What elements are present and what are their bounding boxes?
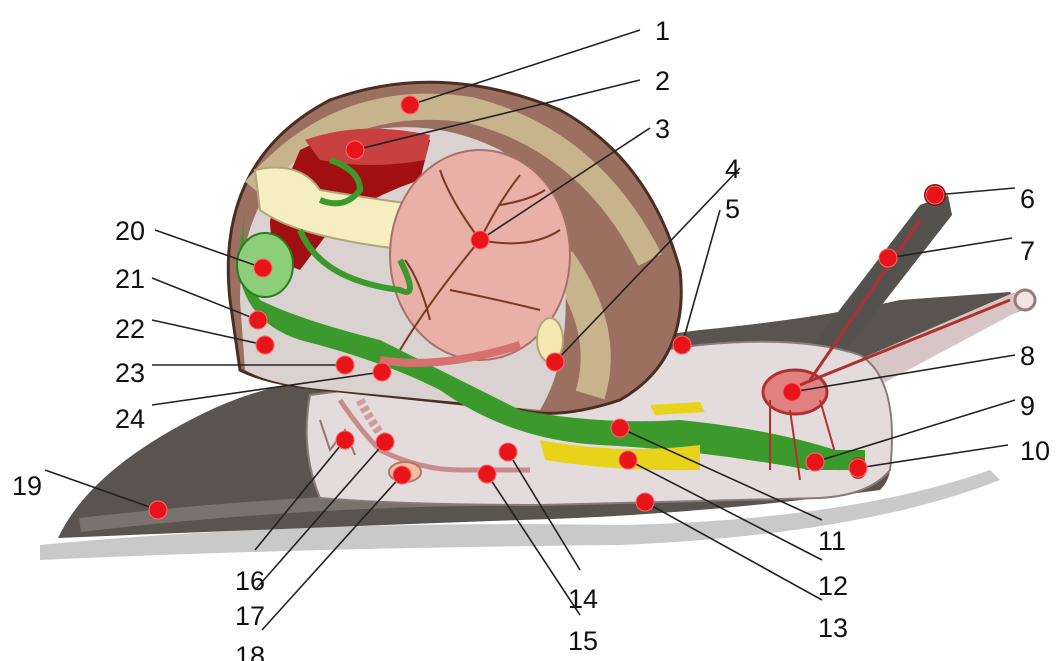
label-1: 1	[655, 16, 670, 46]
marker-16	[336, 431, 354, 449]
label-16: 16	[235, 566, 265, 596]
leader-line-9	[815, 400, 1015, 462]
marker-14	[499, 443, 517, 461]
label-18: 18	[235, 641, 265, 661]
marker-15	[478, 465, 496, 483]
marker-6	[926, 186, 944, 204]
marker-19	[149, 501, 167, 519]
label-20: 20	[115, 216, 145, 246]
label-3: 3	[655, 114, 670, 144]
marker-23	[336, 356, 354, 374]
label-13: 13	[818, 613, 848, 643]
leader-line-1	[410, 30, 640, 105]
marker-4	[546, 353, 564, 371]
leader-line-20	[155, 230, 263, 268]
label-12: 12	[818, 571, 848, 601]
leader-line-3	[480, 128, 650, 240]
label-22: 22	[115, 314, 145, 344]
marker-17	[376, 433, 394, 451]
leader-line-14	[508, 452, 580, 570]
marker-20	[254, 259, 272, 277]
label-8: 8	[1020, 341, 1035, 371]
leader-line-18	[262, 475, 402, 630]
label-9: 9	[1020, 391, 1035, 421]
leader-line-5	[682, 210, 720, 345]
marker-22	[256, 336, 274, 354]
label-24: 24	[115, 404, 145, 434]
marker-10	[849, 459, 867, 477]
marker-13	[636, 493, 654, 511]
leader-line-24	[152, 372, 382, 405]
leader-line-8	[792, 355, 1015, 392]
label-5: 5	[725, 194, 740, 224]
label-11: 11	[818, 526, 846, 556]
marker-18	[393, 466, 411, 484]
marker-8	[783, 383, 801, 401]
leader-line-10	[858, 445, 1008, 468]
label-21: 21	[115, 264, 145, 294]
leader-line-16	[255, 440, 345, 550]
marker-11	[611, 419, 629, 437]
label-23: 23	[115, 358, 145, 388]
marker-1	[401, 96, 419, 114]
marker-3	[471, 231, 489, 249]
label-17: 17	[235, 601, 265, 631]
leader-line-21	[152, 278, 258, 320]
leader-line-4	[555, 168, 740, 362]
leader-line-7	[888, 238, 1012, 258]
label-7: 7	[1020, 236, 1035, 266]
marker-9	[806, 453, 824, 471]
leader-line-13	[645, 502, 822, 600]
label-2: 2	[655, 66, 670, 96]
label-14: 14	[568, 584, 598, 614]
label-6: 6	[1020, 184, 1035, 214]
marker-2	[346, 141, 364, 159]
marker-7	[879, 249, 897, 267]
marker-5	[673, 336, 691, 354]
label-15: 15	[568, 626, 598, 656]
label-10: 10	[1020, 436, 1050, 466]
leader-line-22	[152, 320, 265, 345]
label-4: 4	[725, 154, 740, 184]
leader-line-6	[935, 188, 1015, 195]
leader-line-19	[45, 470, 158, 510]
label-19: 19	[12, 471, 42, 501]
marker-24	[373, 363, 391, 381]
marker-12	[619, 451, 637, 469]
marker-21	[249, 311, 267, 329]
leader-line-2	[355, 80, 640, 150]
